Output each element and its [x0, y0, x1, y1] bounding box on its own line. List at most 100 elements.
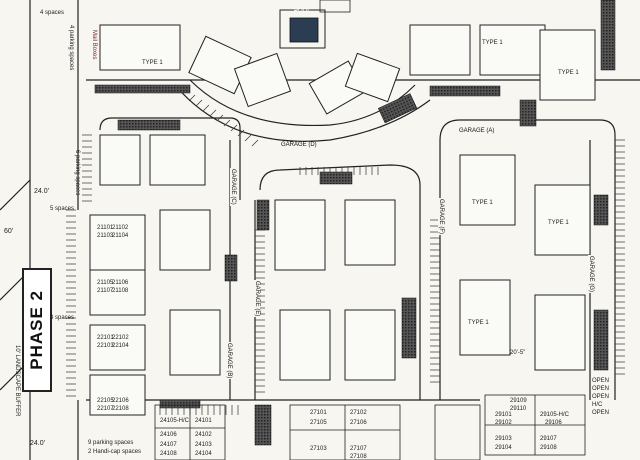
- garage-c: GARAGE (C): [230, 168, 236, 206]
- hatched-blocks: [94, 0, 616, 446]
- unit-number: 29110: [510, 406, 527, 412]
- unit-number: 29102: [495, 420, 512, 426]
- building-19: [459, 279, 511, 356]
- building-6: [409, 24, 471, 76]
- unit-number: 24106: [160, 432, 177, 438]
- unit-number: 24104: [195, 451, 212, 457]
- unit-number: 27101: [310, 410, 327, 416]
- unit-number: TYPE 1: [142, 60, 163, 66]
- pool-area: [279, 0, 351, 49]
- unit-number: 27103: [310, 446, 327, 452]
- building-20: [534, 294, 586, 371]
- unit-number: 27108: [350, 454, 367, 460]
- unit-number: 22104: [112, 343, 129, 349]
- building-11: [159, 209, 211, 271]
- building-14: [344, 199, 396, 266]
- unit-number: 24103: [195, 442, 212, 448]
- unit-number: 22107: [97, 406, 114, 412]
- unit-number: 29107: [540, 436, 557, 442]
- note-handicap: 2 Handi-cap spaces: [88, 449, 142, 455]
- unit-number: 29103: [495, 436, 512, 442]
- garage-b: GARAGE (B): [226, 342, 232, 380]
- parking-stall-line: [216, 114, 224, 122]
- street-width-mid: 60': [4, 228, 14, 235]
- phase-label: PHASE 2: [22, 268, 52, 392]
- parking-stall-line: [195, 99, 203, 107]
- note-left-spaces-a: 5 spaces: [50, 206, 75, 212]
- unit-number: 22108: [112, 406, 129, 412]
- building-23: [89, 324, 146, 371]
- unit-number: 22102: [112, 335, 129, 341]
- unit-number: H/C: [592, 402, 603, 408]
- unit-number: TYPE 1: [548, 220, 569, 226]
- unit-number: 24107: [160, 442, 177, 448]
- garage-d: GARAGE (D): [280, 142, 318, 148]
- note-open-ref: 20'-5": [510, 350, 526, 356]
- unit-number: 27107: [350, 446, 367, 452]
- unit-number: 29105-H/C: [540, 412, 570, 418]
- unit-number: 22101: [97, 335, 114, 341]
- unit-number: 21107: [97, 288, 114, 294]
- garage-a: GARAGE (A): [458, 128, 496, 134]
- unit-number: 29106: [545, 420, 562, 426]
- unit-number: 29104: [495, 445, 512, 451]
- note-top-left-spaces: 4 parking spaces: [68, 25, 74, 71]
- unit-number: 24108: [160, 451, 177, 457]
- building-1: [99, 24, 181, 71]
- building-16: [344, 309, 396, 381]
- building-7: [479, 24, 546, 76]
- unit-number: 29109: [510, 398, 527, 404]
- unit-number: 21106: [112, 280, 129, 286]
- building-12: [169, 309, 221, 376]
- unit-number: OPEN: [592, 386, 610, 392]
- building-18: [534, 184, 591, 256]
- parking-stall-line: [188, 94, 196, 102]
- parking-stall-line: [244, 134, 252, 142]
- pool-label: POOL: [294, 8, 311, 14]
- parking-stall-line: [202, 104, 210, 112]
- unit-number: 21105: [97, 280, 114, 286]
- building-5: [344, 52, 401, 103]
- street-width-bottom: 24.0': [30, 440, 45, 447]
- unit-number: 24105-H/C: [160, 418, 190, 424]
- building-15: [279, 309, 331, 381]
- street-width-top: 24.0': [34, 188, 49, 195]
- note-left-spaces-b: 3 spaces: [50, 315, 75, 321]
- landscape-buffer-label: 10' LANDSCAPE BUFFER: [14, 345, 20, 417]
- unit-number: TYPE 1: [482, 40, 503, 46]
- building-8: [539, 29, 596, 101]
- unit-number: TYPE 1: [558, 70, 579, 76]
- unit-number: 21104: [112, 233, 129, 239]
- unit-number: 24101: [195, 418, 212, 424]
- unit-number: 27105: [310, 420, 327, 426]
- unit-number: 21101: [97, 225, 114, 231]
- building-21: [89, 214, 146, 271]
- unit-number: TYPE 1: [468, 320, 489, 326]
- building-17: [459, 154, 516, 226]
- unit-number: OPEN: [592, 378, 610, 384]
- parking-stall-line: [237, 129, 245, 137]
- unit-number: 29108: [540, 445, 557, 451]
- parking-stall-line: [209, 109, 217, 117]
- unit-number: 21103: [97, 233, 114, 239]
- unit-number: 29101: [495, 412, 512, 418]
- parking-stall-line: [223, 119, 231, 127]
- bottom-unit-grid: [154, 394, 586, 460]
- garage-f: GARAGE (F): [438, 198, 444, 236]
- note-left-mid-spaces: 6 parking spaces: [74, 150, 80, 196]
- note-bottom-spaces: 9 parking spaces: [88, 440, 134, 446]
- building-10: [149, 134, 206, 186]
- unit-number: 21102: [112, 225, 129, 231]
- unit-number: 21108: [112, 288, 129, 294]
- building-13: [274, 199, 326, 271]
- unit-number: 22105: [97, 398, 114, 404]
- building-24: [89, 374, 146, 416]
- unit-number: TYPE 1: [472, 200, 493, 206]
- note-mail-boxes: Mail Boxes: [91, 30, 97, 60]
- note-top-spaces: 4 spaces: [40, 10, 65, 16]
- garage-g: GARAGE (G): [588, 255, 594, 294]
- garage-e: GARAGE (E): [254, 280, 260, 318]
- building-3: [233, 52, 292, 108]
